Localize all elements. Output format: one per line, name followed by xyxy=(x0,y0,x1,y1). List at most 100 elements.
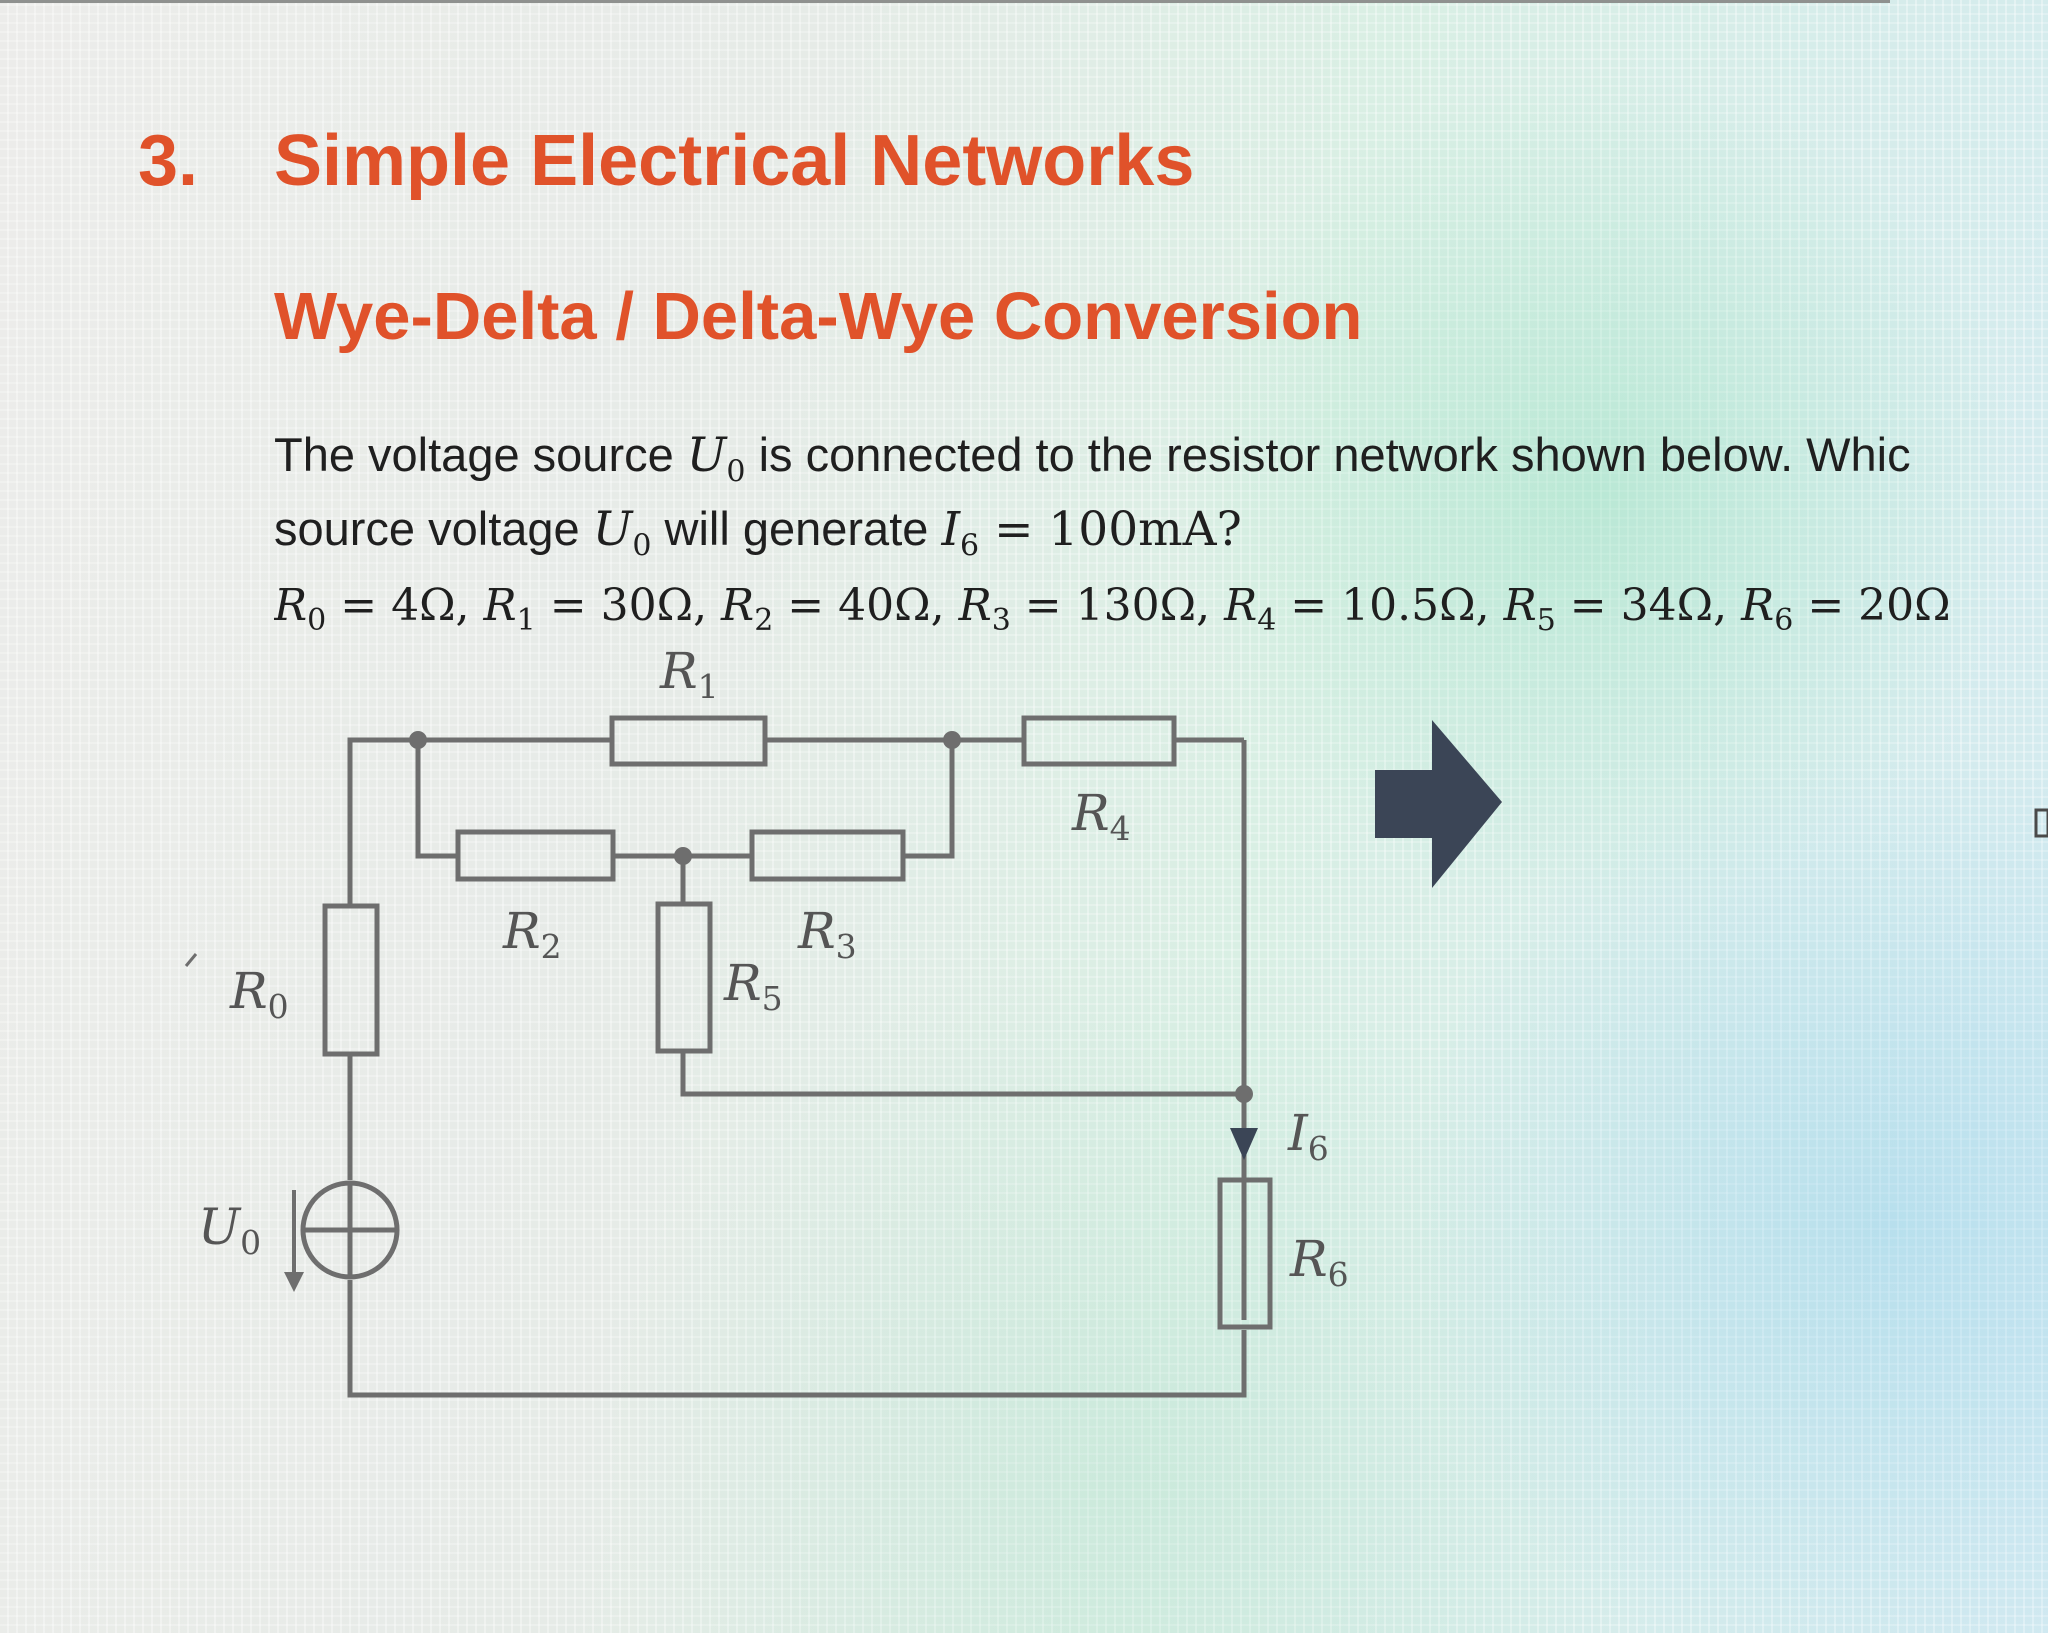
given-symbol: R xyxy=(1503,579,1537,631)
given-r6: R6 = 20Ω xyxy=(1741,579,1951,638)
label-r4: R4 xyxy=(1071,784,1131,848)
label-r0: R0 xyxy=(229,962,289,1026)
label-symbol: R xyxy=(1289,1230,1328,1288)
wire-left-top xyxy=(347,737,418,906)
resistor-r4 xyxy=(1021,715,1177,767)
given-r1: R1 = 30Ω, xyxy=(483,579,722,638)
given-symbol: R xyxy=(274,579,308,631)
given-value: = 34Ω, xyxy=(1555,579,1742,631)
given-value: = 20Ω xyxy=(1793,579,1951,631)
label-r1: R1 xyxy=(659,642,719,706)
label-symbol: I xyxy=(1287,1104,1309,1162)
given-symbol: R xyxy=(958,579,992,631)
label-subscript: 5 xyxy=(762,979,783,1018)
junction-dot xyxy=(1235,1085,1253,1103)
given-subscript: 1 xyxy=(516,602,536,638)
section-title: Simple Electrical Networks xyxy=(274,121,1195,201)
given-value: = 130Ω, xyxy=(1010,579,1225,631)
given-symbol: R xyxy=(1741,579,1775,631)
label-r3: R3 xyxy=(797,902,857,966)
resistors xyxy=(322,715,1273,1330)
label-subscript: 6 xyxy=(1328,1255,1349,1294)
given-symbol: R xyxy=(483,579,517,631)
text-fragment: = 100mA? xyxy=(979,502,1242,558)
variable-subscript: 0 xyxy=(632,528,652,564)
current-arrow-i6 xyxy=(1230,1128,1258,1160)
label-subscript: 6 xyxy=(1308,1129,1329,1168)
given-r4: R4 = 10.5Ω, xyxy=(1224,579,1504,638)
given-r3: R3 = 130Ω, xyxy=(958,579,1225,638)
wire-bottom xyxy=(347,1280,1247,1398)
problem-line-1: The voltage source U0 is connected to th… xyxy=(274,426,2048,500)
given-subscript: 5 xyxy=(1536,602,1556,638)
variable-subscript: 6 xyxy=(960,528,980,564)
label-subscript: 2 xyxy=(541,927,562,966)
label-subscript: 1 xyxy=(698,667,719,706)
problem-statement: The voltage source U0 is connected to th… xyxy=(274,426,2048,652)
variable-u: U xyxy=(592,502,633,558)
given-r5: R5 = 34Ω, xyxy=(1503,579,1742,638)
u0-arrow xyxy=(284,1190,304,1292)
label-u0: U0 xyxy=(198,1198,261,1262)
variable-u: U xyxy=(686,428,727,483)
given-value: = 40Ω, xyxy=(773,579,959,631)
given-r2: R2 = 40Ω, xyxy=(721,579,959,638)
junction-dot xyxy=(674,847,692,865)
given-value: = 10.5Ω, xyxy=(1276,579,1504,631)
voltage-source xyxy=(300,1180,400,1280)
variable-i: I xyxy=(941,502,961,558)
resistor-r6 xyxy=(1217,1177,1273,1330)
text-fragment: source voltage xyxy=(274,502,593,556)
resistor-r3 xyxy=(749,829,906,882)
given-r0: R0 = 4Ω, xyxy=(274,579,484,638)
given-subscript: 0 xyxy=(307,602,327,638)
given-subscript: 3 xyxy=(991,602,1011,638)
label-subscript: 3 xyxy=(836,927,857,966)
label-r6: R6 xyxy=(1289,1230,1349,1294)
label-subscript: 0 xyxy=(240,1223,261,1262)
label-r5: R5 xyxy=(723,954,783,1018)
resistor-r1 xyxy=(609,715,768,767)
label-symbol: R xyxy=(723,954,762,1012)
wire-r5-bottom xyxy=(680,1051,1244,1097)
resistor-r2 xyxy=(455,829,616,882)
top-rule xyxy=(0,0,1890,3)
junction-dot xyxy=(409,731,427,749)
circuit-wires xyxy=(347,737,1247,1398)
section-number: 3. xyxy=(138,121,199,201)
resistor-r5 xyxy=(655,901,713,1054)
text-fragment: will generate xyxy=(651,502,942,556)
given-symbol: R xyxy=(721,579,755,631)
given-subscript: 4 xyxy=(1257,602,1277,638)
label-subscript: 4 xyxy=(1110,809,1131,848)
variable-subscript: 0 xyxy=(726,454,746,490)
subsection-title: Wye-Delta / Delta-Wye Conversion xyxy=(274,279,1363,354)
conversion-arrow-icon xyxy=(1375,720,1502,888)
label-i6: I6 xyxy=(1287,1104,1329,1168)
given-subscript: 6 xyxy=(1774,602,1794,638)
cut-off-glyph xyxy=(2034,808,2048,838)
junction-dot xyxy=(943,731,961,749)
label-subscript: 0 xyxy=(268,987,289,1026)
junction-dots xyxy=(409,731,1253,1103)
label-symbol: R xyxy=(229,962,268,1020)
wire-mid-left xyxy=(415,740,458,859)
problem-line-2: source voltage U0 will generate I6 = 100… xyxy=(274,500,2048,574)
given-symbol: R xyxy=(1224,579,1258,631)
wire-mid-right xyxy=(903,740,955,859)
given-subscript: 2 xyxy=(754,602,774,638)
given-values: R0 = 4Ω, R1 = 30Ω, R2 = 40Ω, R3 = 130Ω, … xyxy=(274,575,2048,652)
label-symbol: U xyxy=(198,1198,242,1256)
text-fragment: The voltage source xyxy=(274,428,687,481)
given-value: = 30Ω, xyxy=(535,579,722,631)
given-value: = 4Ω, xyxy=(326,579,484,631)
label-symbol: R xyxy=(1071,784,1110,842)
resistor-r0 xyxy=(322,903,380,1057)
u0-arrow-head xyxy=(284,1272,304,1292)
label-symbol: R xyxy=(659,642,698,700)
section-heading: 3. Simple Electrical Networks xyxy=(138,120,1194,202)
stray-mark xyxy=(184,953,198,967)
text-fragment: is connected to the resistor network sho… xyxy=(745,428,1911,481)
label-r2: R2 xyxy=(502,902,562,966)
